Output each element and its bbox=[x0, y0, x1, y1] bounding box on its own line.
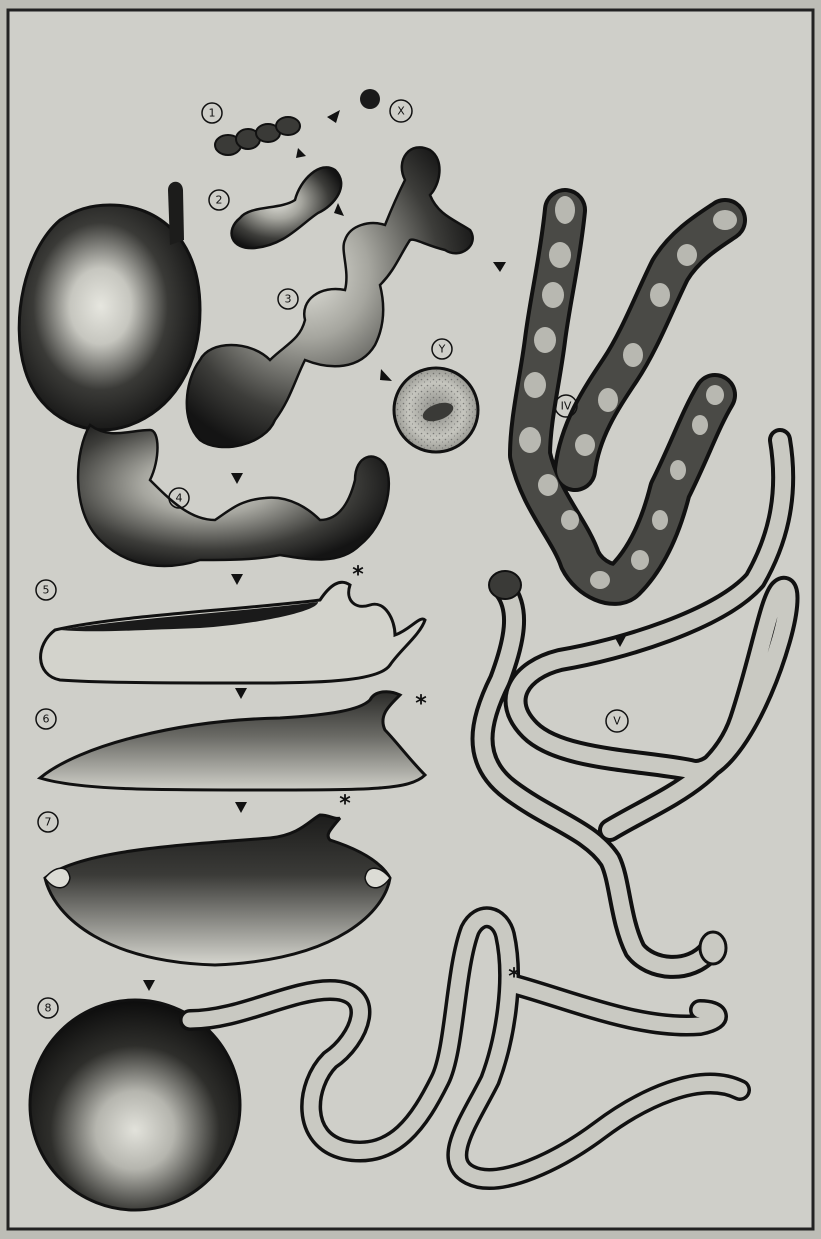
asterisk-stage-6: * bbox=[415, 692, 427, 717]
svg-text:IV: IV bbox=[561, 400, 572, 413]
asterisk-stage-7: * bbox=[339, 792, 351, 817]
stage-v-tip bbox=[700, 932, 726, 964]
svg-text:X: X bbox=[397, 105, 405, 118]
svg-text:V: V bbox=[613, 715, 621, 728]
form-x-dot bbox=[360, 89, 380, 109]
asterisk-stage-5: * bbox=[352, 563, 364, 588]
svg-text:5: 5 bbox=[43, 584, 50, 597]
svg-text:6: 6 bbox=[43, 713, 50, 726]
svg-text:8: 8 bbox=[45, 1002, 52, 1015]
svg-text:4: 4 bbox=[176, 492, 183, 505]
svg-text:2: 2 bbox=[216, 194, 223, 207]
svg-text:1: 1 bbox=[209, 107, 216, 120]
large-sphere-stalk bbox=[168, 182, 184, 245]
stage-v-bulb bbox=[489, 571, 521, 599]
svg-text:7: 7 bbox=[45, 816, 52, 829]
svg-text:3: 3 bbox=[285, 293, 292, 306]
svg-text:Y: Y bbox=[438, 343, 446, 356]
stage-8-sphere bbox=[30, 1000, 240, 1210]
asterisk-branch: * bbox=[508, 965, 520, 990]
